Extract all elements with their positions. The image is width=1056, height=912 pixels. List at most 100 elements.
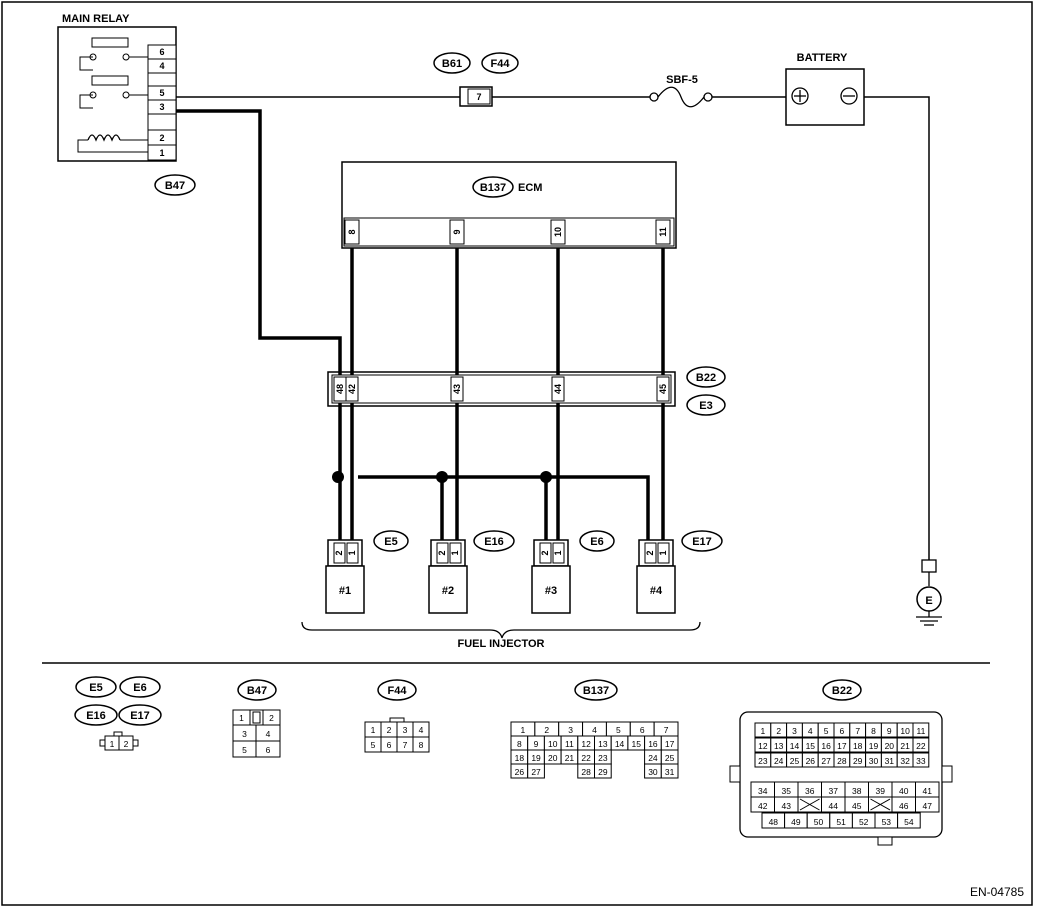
legend-b22-pin-52: 52 [859, 817, 869, 827]
legend-b47-pin-4: 4 [266, 729, 271, 739]
legend-b22-pin-4: 4 [808, 726, 813, 736]
ecm-pin-8: 8 [347, 229, 357, 234]
legend-b137-pin-6: 6 [640, 725, 645, 735]
connector-tag-e6-text: E6 [590, 536, 603, 548]
legend-tag-e6 [119, 676, 161, 698]
legend-b137-pin-28: 28 [581, 767, 591, 777]
legend-inj-pin-1: 1 [110, 739, 115, 749]
legend-f44-pin-6: 6 [387, 740, 392, 750]
connector-tag-e17 [681, 530, 723, 552]
connector-tag-e5 [373, 530, 409, 552]
legend-b137-pin-19: 19 [531, 753, 541, 763]
connector-tag-b22 [686, 366, 726, 388]
legend-b137-pin-25: 25 [665, 753, 675, 763]
legend-b137-pin-24: 24 [648, 753, 658, 763]
legend-b22-pin-3: 3 [792, 726, 797, 736]
main-relay-title: MAIN RELAY [62, 13, 130, 25]
injector-4-pin-2: 2 [645, 550, 655, 555]
legend-b22-pin-12: 12 [758, 741, 768, 751]
legend-b22-pin-17: 17 [837, 741, 847, 751]
connector-tag-b47 [154, 174, 196, 196]
legend-b137-pin-23: 23 [598, 753, 608, 763]
connector-tag-f44-text: F44 [491, 58, 511, 70]
b22-pin-48: 48 [335, 384, 345, 394]
ecm-pin-11: 11 [658, 227, 668, 237]
legend-tag-b22-legend [822, 679, 862, 701]
legend-b47-pin-2: 2 [269, 713, 274, 723]
connector-tag-b61-text: B61 [442, 58, 462, 70]
legend-b22-pin-14: 14 [790, 741, 800, 751]
legend-b22-pin-26: 26 [806, 756, 816, 766]
legend-f44-pin-4: 4 [419, 725, 424, 735]
relay-pin-2: 2 [159, 133, 164, 143]
legend-f44-pin-7: 7 [403, 740, 408, 750]
legend-b22-pin-43: 43 [782, 801, 792, 811]
legend-b137-pin-18: 18 [515, 753, 525, 763]
connector-tag-e3 [686, 394, 726, 416]
legend-b47-pin-6: 6 [266, 745, 271, 755]
legend-b137-pin-3: 3 [568, 725, 573, 735]
legend-tag-e5-text: E5 [89, 682, 102, 694]
fuse-icon [657, 86, 705, 108]
legend-b22-pin-25: 25 [790, 756, 800, 766]
legend-tag-e5 [75, 676, 117, 698]
injector-2-label: #2 [442, 585, 454, 597]
legend-b137-pin-31: 31 [665, 767, 675, 777]
legend-b22-pin-41: 41 [923, 786, 933, 796]
legend-tag-b47-text: B47 [247, 685, 267, 697]
legend-b137-pin-26: 26 [515, 767, 525, 777]
legend-b22-pin-39: 39 [876, 786, 886, 796]
legend-b137-pin-13: 13 [598, 739, 608, 749]
wiring-harness [176, 109, 665, 540]
legend-b22-pin-10: 10 [900, 726, 910, 736]
legend-tag-b137-legend [574, 679, 618, 701]
connector-tag-f44 [481, 52, 519, 74]
legend-b22-pin-54: 54 [904, 817, 914, 827]
legend-tag-f44-text: F44 [388, 685, 408, 697]
legend-f44-pin-3: 3 [403, 725, 408, 735]
legend-b22-pin-33: 33 [916, 756, 926, 766]
injector-3-pin-1: 1 [553, 550, 563, 555]
relay-pin-3: 3 [159, 102, 164, 112]
legend-b22-pin-8: 8 [871, 726, 876, 736]
injector-1-label: #1 [339, 585, 351, 597]
legend-b137-pin-14: 14 [615, 739, 625, 749]
legend-b22-pin-47: 47 [923, 801, 933, 811]
legend-b137-pin-4: 4 [592, 725, 597, 735]
splice-3 [540, 471, 552, 483]
legend-tag-e16 [74, 704, 118, 726]
legend-b137-pin-5: 5 [616, 725, 621, 735]
legend-tag-e16-text: E16 [86, 710, 106, 722]
legend-b137-pin-11: 11 [565, 739, 574, 749]
legend-b22-pin-42: 42 [758, 801, 768, 811]
legend-b22-pin-50: 50 [814, 817, 824, 827]
b22-pin-43: 43 [452, 384, 462, 394]
injector-4-label: #4 [650, 585, 663, 597]
injector-3-pin-2: 2 [540, 550, 550, 555]
legend-b22-pin-51: 51 [836, 817, 846, 827]
legend-b22-pin-27: 27 [821, 756, 831, 766]
diagram-id: EN-04785 [970, 885, 1024, 899]
legend-tag-e17 [118, 704, 162, 726]
legend-b22-pin-44: 44 [829, 801, 839, 811]
legend-b22-pin-35: 35 [782, 786, 792, 796]
injector-bracket [301, 621, 701, 639]
legend-b22-pin-31: 31 [885, 756, 895, 766]
connector-tag-e6 [579, 530, 615, 552]
b22-pin-45: 45 [658, 384, 668, 394]
legend-b22-pin-32: 32 [900, 756, 910, 766]
legend-b22-pin-48: 48 [769, 817, 779, 827]
legend-f44-pin-5: 5 [371, 740, 376, 750]
legend-b137-pin-22: 22 [581, 753, 591, 763]
legend-b137-pin-29: 29 [598, 767, 608, 777]
legend-b22-pin-40: 40 [899, 786, 909, 796]
connector-tag-e16 [473, 530, 515, 552]
legend-b22-pin-18: 18 [853, 741, 863, 751]
injector-group-label: FUEL INJECTOR [458, 638, 545, 650]
b22-pin-44: 44 [553, 384, 563, 394]
legend-b137-pin-16: 16 [648, 739, 658, 749]
connector-tag-b47-text: B47 [165, 180, 185, 192]
connector-tag-b22-text: B22 [696, 372, 716, 384]
